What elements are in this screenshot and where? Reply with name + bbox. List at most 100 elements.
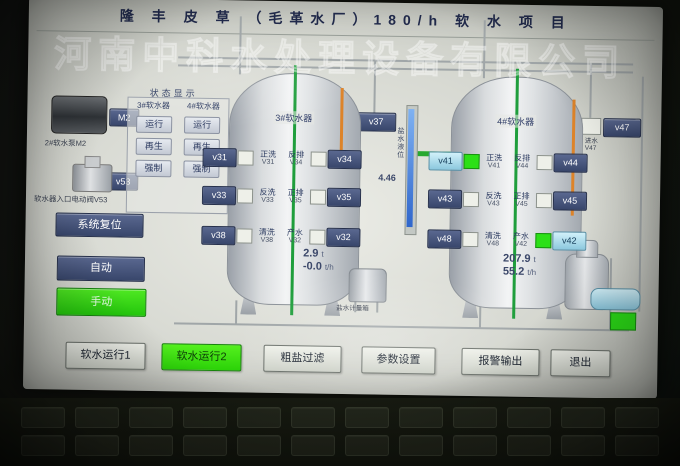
tank-4-label: 4#软水器: [495, 114, 537, 129]
page-title: 隆 丰 皮 草 （毛革水厂）180/h 软 水 项 目: [119, 7, 572, 31]
keyboard-key[interactable]: [453, 407, 497, 428]
keyboard-key[interactable]: [129, 407, 173, 428]
valve-button-v47[interactable]: v47: [602, 118, 642, 138]
valve-v53-actuator: [84, 155, 101, 169]
keyboard-key[interactable]: [291, 407, 335, 428]
brine-metering-tank: [348, 268, 387, 303]
valve-indicator: [462, 191, 480, 208]
keyboard-key[interactable]: [399, 435, 443, 456]
valve-button-v35[interactable]: v35: [326, 187, 362, 208]
photo-watermark: 河南中科水处理设备有限公司: [53, 33, 627, 84]
nav-parameter-settings[interactable]: 参数设置: [361, 346, 436, 375]
pipe: [589, 63, 593, 120]
status-regen-3[interactable]: 再生: [135, 137, 172, 156]
valve-indicator: [310, 151, 327, 167]
valve-button-v42[interactable]: v42: [552, 231, 587, 251]
valve-button-v34[interactable]: v34: [327, 149, 362, 170]
system-reset-button[interactable]: 系统复位: [55, 212, 144, 238]
pipe: [235, 300, 238, 325]
valve-button-v45[interactable]: v45: [552, 191, 588, 211]
keyboard-key[interactable]: [183, 435, 227, 456]
keyboard-key[interactable]: [237, 435, 281, 456]
manual-mode-button[interactable]: 手动: [56, 287, 147, 317]
pipe: [373, 60, 377, 115]
valve-indicator: [462, 231, 479, 248]
valve-button-v32[interactable]: v32: [326, 227, 361, 248]
brine-level-value: 4.46: [378, 172, 396, 183]
valve-button-v38[interactable]: v38: [201, 225, 236, 246]
status-run-3[interactable]: 运行: [135, 115, 173, 134]
valve-button-v44[interactable]: v44: [553, 153, 588, 173]
pipe: [638, 76, 644, 312]
keyboard-key[interactable]: [21, 435, 65, 456]
valve-indicator: [237, 150, 254, 166]
valve-button-v48[interactable]: v48: [427, 229, 462, 249]
status-col-4: 4#软水器: [186, 101, 220, 112]
vessel-caption: 盐水计量箱: [336, 304, 369, 313]
keyboard-key[interactable]: [75, 407, 119, 428]
keyboard-key[interactable]: [345, 435, 389, 456]
nav-coarse-salt-filter[interactable]: 粗盐过滤: [263, 344, 342, 373]
valve-button-v33[interactable]: v33: [201, 185, 237, 206]
status-col-3: 3#软水器: [136, 100, 170, 111]
valve-button-v37[interactable]: v37: [356, 112, 397, 132]
keyboard-key[interactable]: [615, 435, 659, 456]
keyboard-key[interactable]: [345, 407, 389, 428]
keyboard-key[interactable]: [21, 407, 65, 428]
pipe: [178, 56, 634, 66]
valve-indicator: [236, 188, 254, 204]
valve-button-v31[interactable]: v31: [202, 147, 237, 168]
nav-soft-water-run-1[interactable]: 软水运行1: [65, 341, 146, 370]
keyboard-key[interactable]: [75, 435, 119, 456]
hmi-screen: 隆 丰 皮 草 （毛革水厂）180/h 软 水 项 目 河南中科水处理设备有限公…: [22, 0, 664, 399]
keyboard-key[interactable]: [615, 407, 659, 428]
valve-button-v43[interactable]: v43: [427, 189, 463, 209]
keyboard-key[interactable]: [561, 407, 605, 428]
keyboard-key[interactable]: [507, 435, 551, 456]
keyboard-key[interactable]: [237, 407, 281, 428]
keyboard-key[interactable]: [399, 407, 443, 428]
valve-indicator: [236, 228, 253, 244]
membrane-keyboard: [0, 398, 680, 466]
keyboard-key[interactable]: [561, 435, 605, 456]
status-force-3[interactable]: 强制: [135, 159, 172, 178]
nav-exit[interactable]: 退出: [550, 349, 611, 378]
auto-mode-button[interactable]: 自动: [56, 255, 146, 282]
keyboard-key[interactable]: [183, 407, 227, 428]
brine-level-fill: [406, 109, 415, 228]
pipe: [173, 322, 629, 332]
brine-level-label: 盐水液位: [396, 126, 405, 159]
nav-soft-water-run-2[interactable]: 软水运行2: [161, 343, 242, 372]
valve-v47-caption: 进水 V47: [584, 137, 598, 152]
keyboard-key[interactable]: [507, 407, 551, 428]
status-run-4[interactable]: 运行: [183, 116, 221, 135]
keyboard-key[interactable]: [453, 435, 497, 456]
nav-alarm-output[interactable]: 报警输出: [461, 347, 540, 377]
valve-button-v41[interactable]: v41: [428, 151, 463, 171]
tank-3-label: 3#软水器: [273, 110, 315, 125]
keyboard-key[interactable]: [291, 435, 335, 456]
keyboard-key[interactable]: [129, 435, 173, 456]
pipe: [478, 304, 482, 329]
status-panel-title: 状态显示: [149, 87, 198, 99]
valve-indicator: [309, 229, 326, 245]
pipe: [178, 64, 634, 74]
